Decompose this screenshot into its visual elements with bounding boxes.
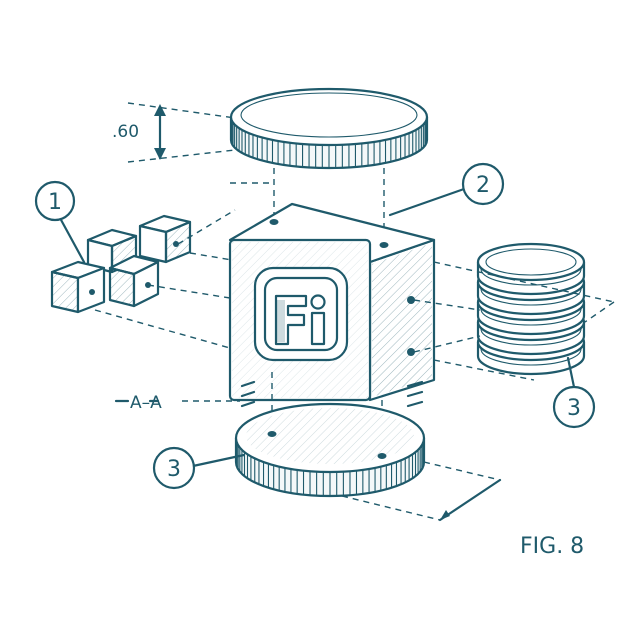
- cube: [108, 254, 160, 308]
- section-label: A–A: [130, 393, 162, 413]
- top-coin: [229, 87, 429, 170]
- bottom-coin: [234, 402, 426, 498]
- coin-band: [480, 308, 582, 326]
- bottom-dimension: [341, 461, 502, 522]
- callout-number: 1: [48, 190, 62, 215]
- cube: [50, 260, 106, 314]
- callout-3-right: 3: [552, 356, 596, 429]
- guide-line: [433, 359, 535, 381]
- dimension-label: .60: [112, 122, 139, 142]
- figure-label: FIG. 8: [520, 534, 584, 559]
- cube: [138, 214, 192, 264]
- dimension-marker: .60: [112, 102, 236, 163]
- callout-number: 3: [167, 457, 181, 482]
- callout-1: 1: [34, 180, 86, 264]
- coin-band: [480, 268, 582, 286]
- fi-logo: Fi: [253, 266, 349, 362]
- screw-hole: [407, 296, 415, 304]
- screw-hole: [379, 242, 389, 248]
- coin-band: [480, 348, 582, 366]
- screw-hole: [269, 219, 279, 225]
- callout-2: 2: [388, 162, 505, 217]
- guide-line: [413, 335, 481, 353]
- coin-band: [480, 328, 582, 346]
- callout-number: 2: [476, 173, 490, 198]
- coin-stack: [476, 242, 586, 376]
- guide-line: [433, 261, 615, 303]
- guide-line: [413, 299, 481, 311]
- screw-hole: [407, 348, 415, 356]
- coin-face: [476, 242, 586, 282]
- callout-3-left: 3: [152, 446, 246, 490]
- section-marker: A–A: [114, 380, 424, 413]
- cube-cluster: [50, 209, 236, 349]
- callout-number: 3: [567, 396, 581, 421]
- guide-line: [584, 301, 615, 323]
- coin-band: [480, 288, 582, 306]
- coin-face-rim: [485, 248, 577, 276]
